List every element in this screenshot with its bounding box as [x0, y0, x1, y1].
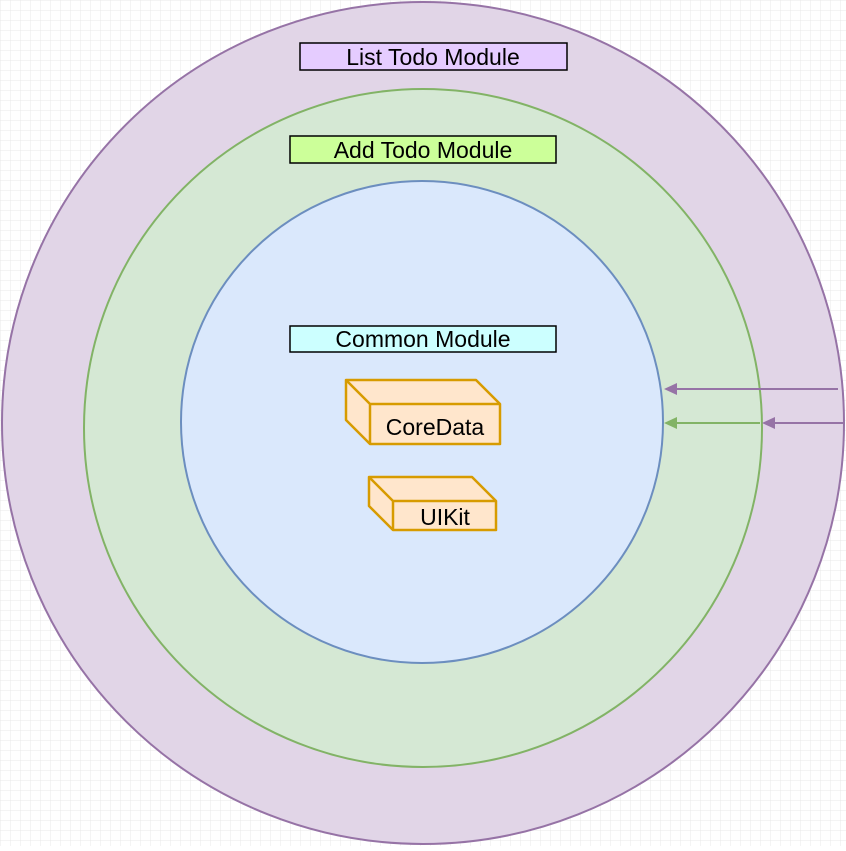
coredata-box-edges [345, 379, 500, 444]
arrow-add-to-common-head [664, 417, 677, 429]
add-todo-module-label-box [289, 135, 557, 164]
add-todo-module-label[interactable]: Add Todo Module [289, 135, 557, 164]
uikit-component[interactable]: UIKit [367, 475, 498, 532]
arrow-add-to-common[interactable] [664, 417, 760, 429]
uikit-label: UIKit [420, 504, 470, 530]
list-todo-module-label-text: List Todo Module [346, 44, 519, 70]
common-module-label-box [289, 325, 557, 353]
list-todo-module-label-box [299, 42, 568, 71]
arrow-list-to-add[interactable] [762, 417, 843, 429]
arrow-list-to-add-head [762, 417, 775, 429]
common-module-label[interactable]: Common Module [289, 325, 557, 353]
add-todo-module-label-text: Add Todo Module [334, 137, 513, 163]
coredata-label: CoreData [386, 414, 485, 440]
uikit-box-edges [368, 476, 496, 530]
list-todo-module-label[interactable]: List Todo Module [299, 42, 568, 71]
coredata-box-outline [344, 378, 502, 446]
arrow-list-to-common-head [664, 383, 677, 395]
uikit-box-outline [367, 475, 498, 532]
common-module-label-text: Common Module [335, 326, 510, 352]
arrow-list-to-common[interactable] [664, 383, 838, 395]
coredata-component[interactable]: CoreData [344, 378, 502, 446]
